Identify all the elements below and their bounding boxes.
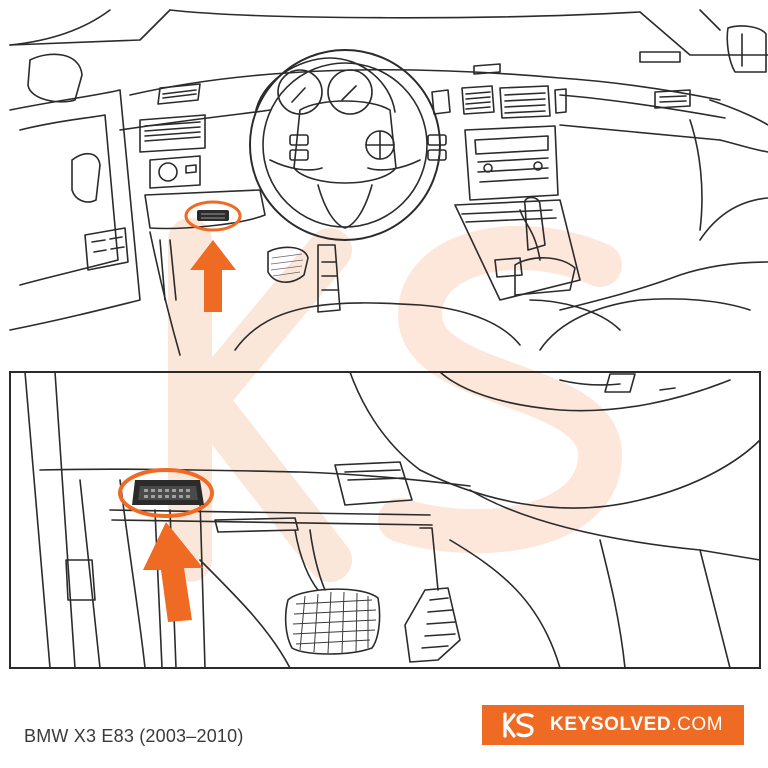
orange-arrow-closeup xyxy=(143,522,203,622)
obd-port-closeup xyxy=(118,468,214,518)
brand-badge: KEYSOLVED.COM xyxy=(482,705,744,745)
orange-arrow-top xyxy=(190,240,236,312)
brand-name: KEYSOLVED xyxy=(550,714,672,735)
brake-pedal-texture xyxy=(292,591,377,654)
brand-tld: .COM xyxy=(671,714,724,735)
dashboard-panel xyxy=(9,9,768,356)
footwell-closeup xyxy=(24,371,761,669)
vehicle-caption: BMW X3 E83 (2003–2010) xyxy=(24,726,244,746)
ks-watermark xyxy=(168,218,622,582)
brake-pedal-texture-top xyxy=(270,253,304,277)
obd-port-top xyxy=(184,200,242,232)
closeup-frame xyxy=(9,371,761,669)
keysolved-logo-icon xyxy=(503,712,534,738)
